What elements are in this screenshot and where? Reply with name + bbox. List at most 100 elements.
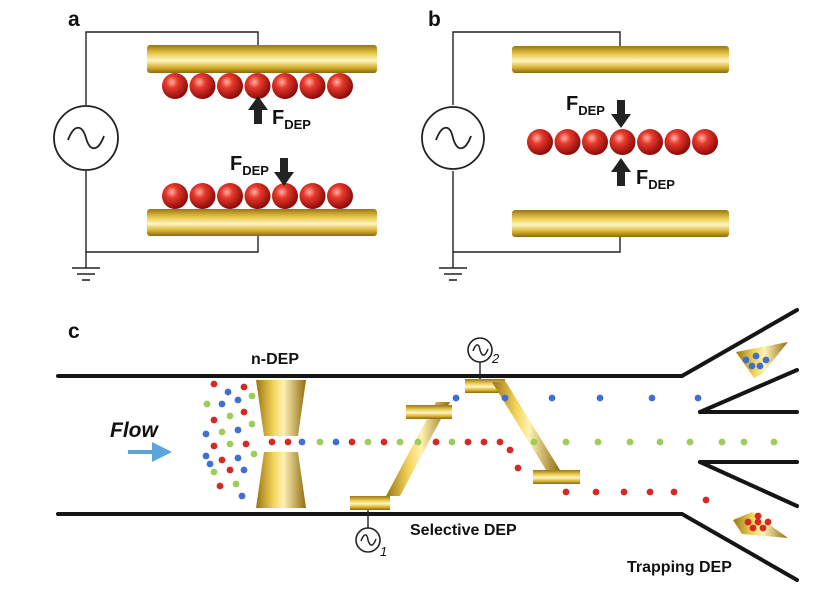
particle bbox=[749, 524, 757, 532]
particle bbox=[226, 440, 234, 448]
particle bbox=[527, 129, 553, 155]
electrode-top-a bbox=[147, 45, 377, 73]
force-label-a-bottom: FDEP bbox=[230, 153, 269, 178]
selective-electrode-1 bbox=[350, 402, 452, 510]
particle bbox=[244, 183, 271, 209]
trap-electrode-top bbox=[736, 342, 788, 378]
particle bbox=[202, 452, 210, 460]
particle bbox=[327, 73, 353, 99]
particle bbox=[609, 129, 636, 155]
particle bbox=[664, 129, 691, 155]
particle bbox=[244, 73, 271, 99]
particle bbox=[240, 408, 248, 416]
force-subscript: DEP bbox=[284, 117, 311, 132]
particle bbox=[562, 438, 570, 446]
channel-walls bbox=[56, 308, 799, 582]
particle bbox=[764, 518, 772, 526]
particle bbox=[646, 488, 654, 496]
trap-electrode-bottom bbox=[733, 512, 788, 538]
particle bbox=[248, 420, 256, 428]
particle bbox=[240, 383, 248, 391]
ground-icon bbox=[72, 267, 100, 281]
force-arrow-icon bbox=[274, 158, 294, 186]
circuit-wire-b bbox=[452, 31, 621, 268]
particle bbox=[218, 400, 226, 408]
force-arrow-icon bbox=[248, 96, 268, 124]
force-subscript: DEP bbox=[648, 177, 675, 192]
particle-row-bottom-a bbox=[162, 183, 353, 209]
force-arrow-icon bbox=[611, 100, 631, 128]
particle bbox=[496, 438, 504, 446]
particle bbox=[210, 380, 218, 388]
particle bbox=[299, 73, 326, 99]
panel-label-b: b bbox=[428, 8, 441, 31]
force-symbol: F bbox=[230, 153, 242, 175]
force-label-b-bottom: FDEP bbox=[636, 167, 675, 192]
force-subscript: DEP bbox=[242, 163, 269, 178]
particle bbox=[226, 412, 234, 420]
source-2-label: 2 bbox=[491, 351, 500, 366]
particle bbox=[272, 73, 298, 99]
ac-source-icon bbox=[355, 527, 381, 553]
particle bbox=[316, 438, 324, 446]
particle bbox=[189, 183, 216, 209]
particle bbox=[637, 129, 663, 155]
particle bbox=[210, 416, 218, 424]
particle bbox=[742, 356, 750, 364]
particle bbox=[718, 438, 726, 446]
particle bbox=[414, 438, 422, 446]
particle bbox=[332, 438, 340, 446]
particle bbox=[754, 518, 762, 526]
particle bbox=[248, 392, 256, 400]
ndep-electrode-top bbox=[256, 380, 306, 436]
selective-dep-label: Selective DEP bbox=[410, 522, 517, 539]
particle bbox=[582, 129, 608, 155]
particle bbox=[554, 129, 581, 155]
particle bbox=[234, 454, 242, 462]
particle bbox=[348, 438, 356, 446]
force-arrow-icon bbox=[611, 158, 631, 186]
force-label-b-top: FDEP bbox=[566, 93, 605, 118]
particle bbox=[250, 450, 258, 458]
particle bbox=[594, 438, 602, 446]
particle bbox=[218, 428, 226, 436]
particle bbox=[224, 388, 232, 396]
force-subscript: DEP bbox=[578, 103, 605, 118]
particle bbox=[217, 73, 243, 99]
particle bbox=[284, 438, 292, 446]
particle bbox=[464, 438, 472, 446]
trapping-dep-label: Trapping DEP bbox=[627, 559, 732, 576]
particle bbox=[530, 438, 538, 446]
particle bbox=[327, 183, 353, 209]
particle bbox=[234, 426, 242, 434]
force-symbol: F bbox=[272, 107, 284, 129]
particle bbox=[686, 438, 694, 446]
particle bbox=[694, 394, 702, 402]
ac-source-icon bbox=[421, 106, 485, 170]
particle bbox=[670, 488, 678, 496]
electrode-top-b bbox=[512, 46, 729, 73]
selective-electrode-2 bbox=[465, 379, 580, 484]
particle bbox=[452, 394, 460, 402]
particle bbox=[740, 438, 748, 446]
particle-row-top-a bbox=[162, 73, 353, 99]
particle bbox=[626, 438, 634, 446]
particle bbox=[206, 460, 214, 468]
particle bbox=[762, 356, 770, 364]
particle bbox=[744, 518, 752, 526]
flow-label: Flow bbox=[110, 419, 159, 442]
particle bbox=[162, 73, 188, 99]
particle bbox=[202, 430, 210, 438]
particle bbox=[514, 464, 522, 472]
particle bbox=[226, 466, 234, 474]
particle bbox=[748, 362, 756, 370]
particle bbox=[268, 438, 276, 446]
particle bbox=[759, 524, 767, 532]
particle bbox=[364, 438, 372, 446]
particle bbox=[506, 446, 514, 454]
panel-c: Flow n-DEP 1 bbox=[56, 308, 799, 582]
particle bbox=[396, 438, 404, 446]
particle-row-middle-b bbox=[527, 129, 718, 155]
particle bbox=[234, 396, 242, 404]
